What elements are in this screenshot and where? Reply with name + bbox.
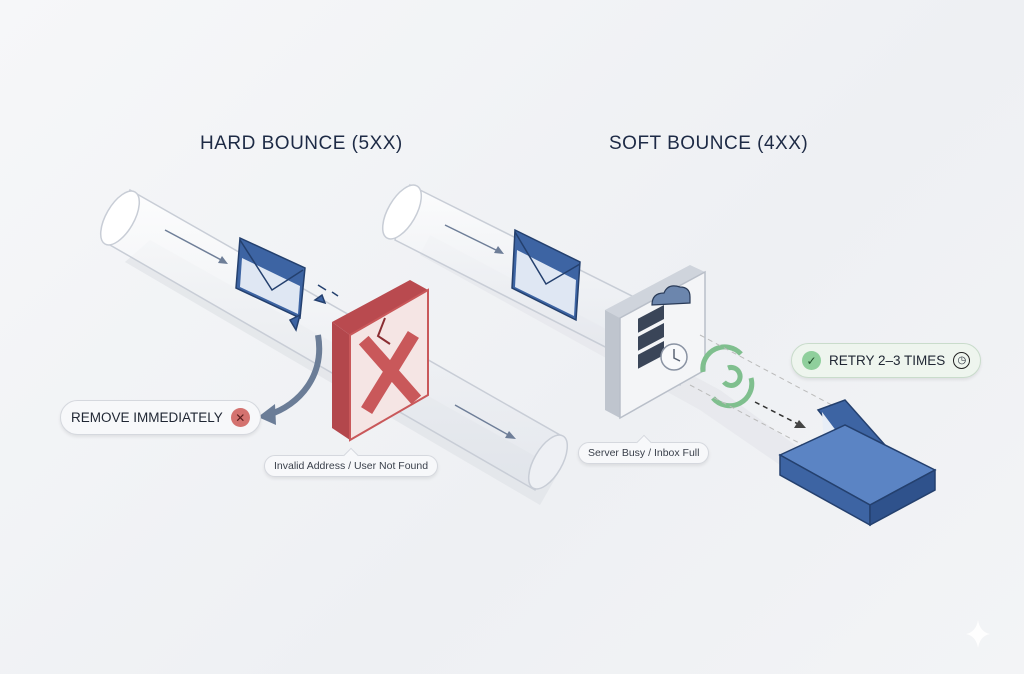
remove-immediately-label: REMOVE IMMEDIATELY [71, 410, 223, 425]
hard-bounce-reason-callout: Invalid Address / User Not Found [264, 447, 439, 477]
soft-bounce-title: SOFT BOUNCE (4XX) [609, 133, 809, 154]
inbox-tray-icon [778, 399, 937, 527]
soft-bounce-reason: Server Busy / Inbox Full [588, 447, 700, 459]
broken-fragments-icon [288, 284, 339, 332]
rejection-block-icon [332, 280, 429, 442]
remove-immediately-badge: REMOVE IMMEDIATELY ✕ [60, 400, 261, 435]
hard-bounce-reason: Invalid Address / User Not Found [274, 460, 429, 472]
retry-badge: ✓ RETRY 2–3 TIMES ◷ [791, 343, 982, 378]
envelope-icon [511, 228, 581, 322]
clock-icon: ◷ [953, 352, 971, 369]
retry-label: RETRY 2–3 TIMES [829, 353, 946, 368]
arrow-icon [164, 229, 226, 263]
cloud-icon [651, 285, 691, 306]
check-icon: ✓ [802, 351, 821, 370]
remove-arrow-icon [267, 334, 323, 418]
sparkle-icon [966, 620, 990, 648]
hard-bounce-title: HARD BOUNCE (5XX) [200, 133, 403, 154]
soft-bounce-reason-callout: Server Busy / Inbox Full [578, 434, 710, 464]
arrow-icon [454, 404, 513, 438]
retry-cycle-icon [700, 344, 755, 409]
close-icon: ✕ [230, 408, 250, 427]
envelope-icon [235, 236, 306, 320]
server-panel-icon [605, 265, 706, 420]
